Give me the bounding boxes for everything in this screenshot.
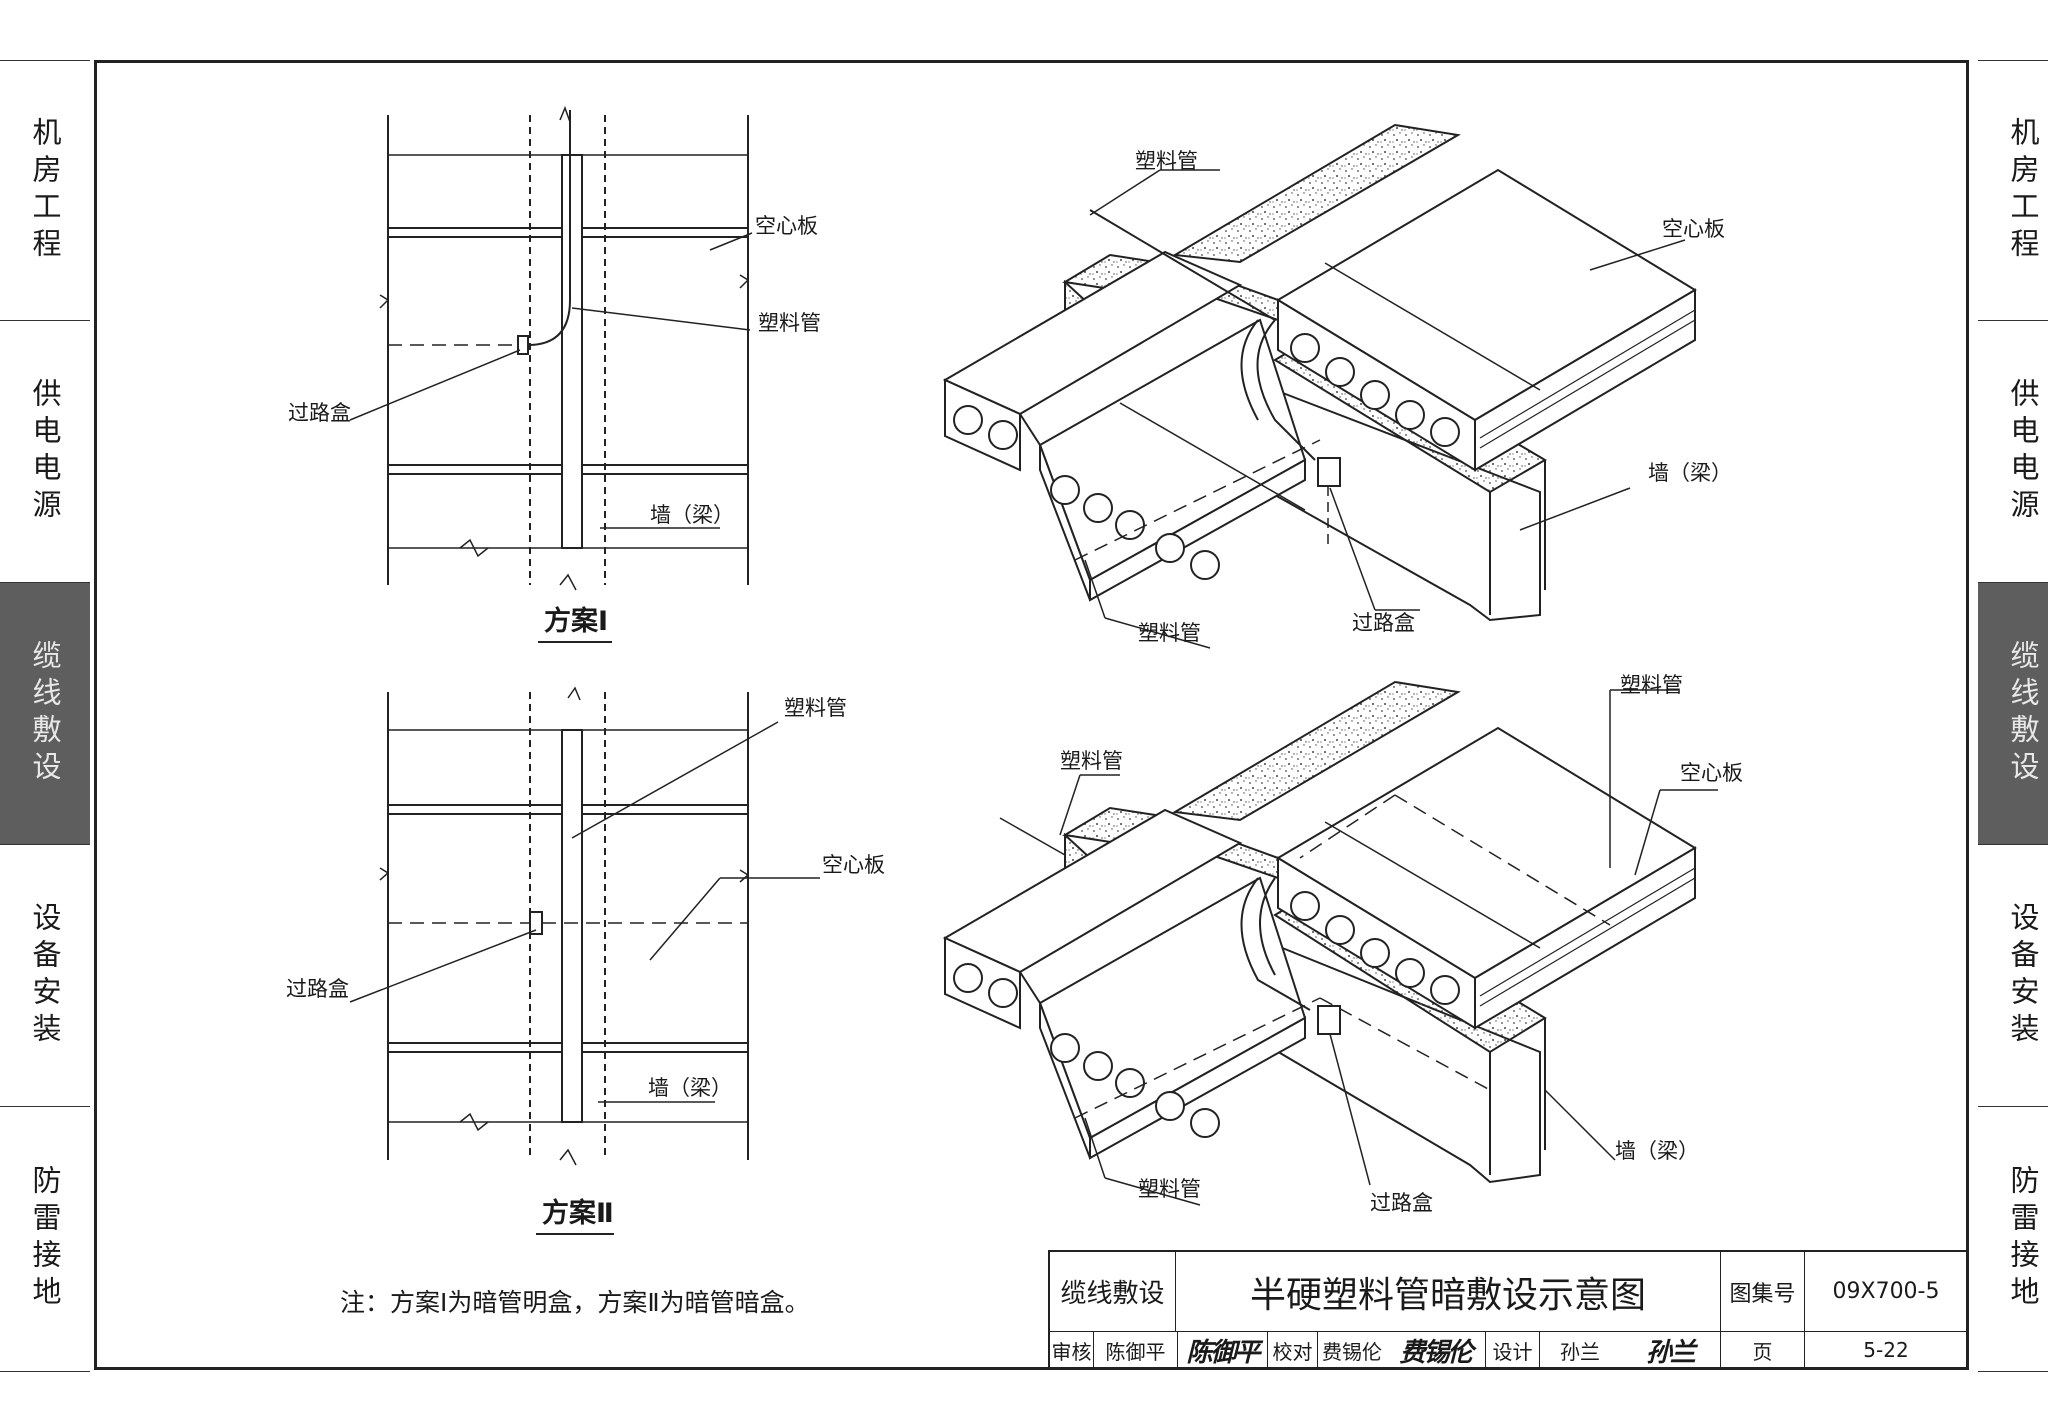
label-plastic-pipe-4: 塑料管: [1138, 621, 1201, 645]
label-plastic-pipe-7: 塑料管: [1138, 1177, 1201, 1201]
isometric-view-2: [942, 680, 1718, 1206]
label-hollow-board-1: 空心板: [755, 214, 818, 238]
isometric-view-1: [942, 123, 1697, 649]
tb-atlas-label: 图集号: [1721, 1252, 1805, 1332]
left-side-tabs: 机房工程 供电电源 缆线敷设 设备安装 防雷接地: [0, 60, 90, 1372]
label-wall-beam-4: 墙（梁）: [1615, 1139, 1699, 1163]
label-junction-box-2: 过路盒: [286, 977, 349, 1001]
side-tab-cabling-right[interactable]: 缆线敷设: [1978, 582, 2048, 845]
right-side-tabs: 机房工程 供电电源 缆线敷设 设备安装 防雷接地: [1978, 60, 2048, 1372]
scheme1-plan: [349, 105, 753, 591]
label-plastic-pipe-1: 塑料管: [758, 311, 821, 335]
label-wall-beam-2: 墙（梁）: [648, 1076, 732, 1100]
scheme2-plan: [349, 686, 820, 1166]
label-junction-box-1: 过路盒: [288, 401, 351, 425]
label-hollow-board-2: 空心板: [822, 853, 885, 877]
label-plastic-pipe-6: 塑料管: [1620, 673, 1683, 697]
tb-designer-signature: 孙兰: [1620, 1332, 1721, 1368]
tb-title: 半硬塑料管暗敷设示意图: [1176, 1252, 1721, 1332]
tb-atlas-no: 09X700-5: [1805, 1252, 1967, 1332]
scheme2-title: 方案Ⅱ: [542, 1197, 614, 1229]
tb-category: 缆线敷设: [1050, 1252, 1176, 1332]
label-junction-box-3: 过路盒: [1352, 611, 1415, 635]
drawing-frame: [94, 60, 1969, 1370]
tb-reviewer-signature: 陈御平: [1178, 1332, 1268, 1368]
tb-checker-label: 校对: [1268, 1332, 1318, 1368]
tb-page-label: 页: [1721, 1332, 1805, 1368]
side-tab-machine-room-right[interactable]: 机房工程: [1978, 60, 2048, 321]
label-hollow-board-4: 空心板: [1680, 761, 1743, 785]
side-tab-equipment[interactable]: 设备安装: [0, 844, 90, 1107]
side-tab-lightning[interactable]: 防雷接地: [0, 1106, 90, 1372]
tb-designer: 孙兰: [1560, 1339, 1600, 1364]
side-tab-power-right[interactable]: 供电电源: [1978, 320, 2048, 583]
label-plastic-pipe-5: 塑料管: [1060, 749, 1123, 773]
side-tab-machine-room[interactable]: 机房工程: [0, 60, 90, 321]
side-tab-power[interactable]: 供电电源: [0, 320, 90, 583]
scheme1-title: 方案Ⅰ: [544, 605, 608, 637]
tb-checker-signature: 费锡伦: [1386, 1332, 1486, 1368]
tb-designer-label: 设计: [1486, 1332, 1540, 1368]
drawing-note: 注：方案Ⅰ为暗管明盒，方案Ⅱ为暗管暗盒。: [340, 1288, 810, 1317]
tb-reviewer-label: 审核: [1050, 1332, 1094, 1368]
label-wall-beam-1: 墙（梁）: [650, 503, 734, 527]
side-tab-cabling[interactable]: 缆线敷设: [0, 582, 90, 845]
side-tab-equipment-right[interactable]: 设备安装: [1978, 844, 2048, 1107]
label-hollow-board-3: 空心板: [1662, 217, 1725, 241]
label-junction-box-4: 过路盒: [1370, 1191, 1433, 1215]
side-tab-lightning-right[interactable]: 防雷接地: [1978, 1106, 2048, 1372]
label-wall-beam-3: 墙（梁）: [1648, 461, 1732, 485]
tb-page-no: 5-22: [1863, 1338, 1909, 1362]
tb-reviewer: 陈御平: [1094, 1332, 1178, 1368]
label-plastic-pipe-3: 塑料管: [1135, 149, 1198, 173]
tb-checker: 费锡伦: [1322, 1339, 1382, 1364]
label-plastic-pipe-2: 塑料管: [784, 696, 847, 720]
title-block: 缆线敷设 半硬塑料管暗敷设示意图 图集号 09X700-5 审核 陈御平 陈御平…: [1048, 1250, 1969, 1370]
